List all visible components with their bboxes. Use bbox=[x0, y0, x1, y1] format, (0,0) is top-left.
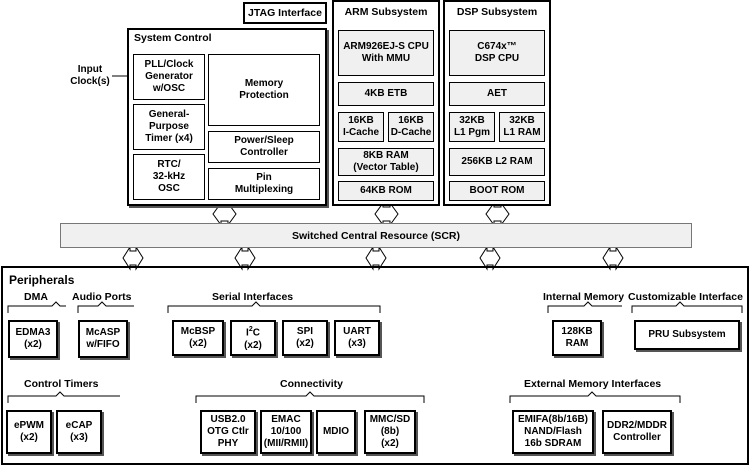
epwm-box: ePWM (x2) bbox=[6, 410, 52, 454]
memory-protection: Memory Protection bbox=[208, 54, 320, 126]
i2c-count: (x2) bbox=[244, 339, 262, 351]
bus-arrow-p2 bbox=[234, 245, 256, 271]
arm-subsystem-title: ARM Subsystem bbox=[344, 6, 428, 18]
jtag-interface-label: JTAG Interface bbox=[248, 7, 322, 19]
internal-memory-bracket bbox=[547, 301, 622, 313]
serial-interfaces-title: Serial Interfaces bbox=[212, 291, 294, 303]
external-memory-title: External Memory Interfaces bbox=[524, 378, 662, 390]
bus-arrow-dsp bbox=[485, 201, 510, 227]
emifa-box: EMIFA(8b/16B) NAND/Flash 16b SDRAM bbox=[512, 410, 594, 454]
mmc-sd-box: MMC/SD (8b) (x2) bbox=[364, 410, 416, 454]
bus-arrow-arm bbox=[374, 201, 399, 227]
i2c-label: I2C bbox=[246, 326, 260, 339]
arm-rom: 64KB ROM bbox=[338, 181, 434, 201]
connectivity-bracket bbox=[195, 391, 425, 403]
arm-icache: 16KB I-Cache bbox=[338, 112, 384, 142]
arm-cpu: ARM926EJ-S CPU With MMU bbox=[338, 30, 434, 76]
bus-arrow-p3 bbox=[365, 245, 387, 271]
dsp-boot-rom: BOOT ROM bbox=[449, 181, 545, 201]
ddr2-controller-box: DDR2/MDDR Controller bbox=[602, 410, 672, 454]
dsp-subsystem-title: DSP Subsystem bbox=[456, 6, 538, 18]
spi-box: SPI (x2) bbox=[282, 320, 328, 356]
control-timers-title: Control Timers bbox=[24, 378, 99, 390]
dsp-l2-ram: 256KB L2 RAM bbox=[449, 148, 545, 176]
dsp-subsystem-block: DSP Subsystem C674x™ DSP CPU AET 32KB L1… bbox=[443, 0, 551, 206]
peripherals-title: Peripherals bbox=[9, 273, 75, 287]
usb-otg-box: USB2.0 OTG Ctlr PHY bbox=[200, 410, 256, 454]
arm-etb: 4KB ETB bbox=[338, 82, 434, 106]
jtag-interface-box: JTAG Interface bbox=[243, 2, 327, 24]
arm-dcache: 16KB D-Cache bbox=[388, 112, 434, 142]
dma-title: DMA bbox=[24, 291, 48, 303]
emac-box: EMAC 10/100 (MII/RMII) bbox=[260, 410, 312, 454]
internal-memory-title: Internal Memory bbox=[543, 291, 625, 303]
peripherals-block: Peripherals bbox=[1, 266, 749, 465]
system-control-block: System Control PLL/Clock Generator w/OSC… bbox=[127, 28, 327, 206]
uart-box: UART (x3) bbox=[334, 320, 380, 356]
dsp-l1-pgm: 32KB L1 Pgm bbox=[449, 112, 495, 142]
dma-bracket bbox=[7, 301, 66, 313]
pin-multiplexing: Pin Multiplexing bbox=[208, 168, 320, 200]
timers-bracket bbox=[7, 391, 120, 403]
bus-arrow-p5 bbox=[602, 245, 624, 271]
internal-ram-box: 128KB RAM bbox=[552, 320, 602, 356]
mcasp-box: McASP w/FIFO bbox=[78, 320, 128, 358]
mcbsp-box: McBSP (x2) bbox=[172, 320, 224, 356]
custom-bracket bbox=[631, 301, 743, 313]
dsp-cpu: C674x™ DSP CPU bbox=[449, 30, 545, 76]
arm-ram: 8KB RAM (Vector Table) bbox=[338, 148, 434, 176]
serial-bracket bbox=[167, 301, 381, 313]
rtc-osc: RTC/ 32-kHz OSC bbox=[133, 154, 205, 200]
customizable-interface-title: Customizable Interface bbox=[628, 291, 743, 303]
audio-bracket bbox=[77, 301, 134, 313]
audio-ports-title: Audio Ports bbox=[72, 291, 132, 303]
switched-central-resource-bar: Switched Central Resource (SCR) bbox=[60, 223, 692, 248]
ecap-box: eCAP (x3) bbox=[56, 410, 102, 454]
general-purpose-timer: General- Purpose Timer (x4) bbox=[133, 104, 205, 150]
pru-subsystem-box: PRU Subsystem bbox=[634, 320, 740, 350]
power-sleep-controller: Power/Sleep Controller bbox=[208, 131, 320, 163]
input-clock-label: Input Clock(s) bbox=[70, 64, 110, 87]
mdio-box: MDIO bbox=[316, 410, 356, 454]
bus-arrow-sysctrl bbox=[212, 201, 237, 227]
dsp-aet: AET bbox=[449, 82, 545, 106]
connectivity-title: Connectivity bbox=[280, 378, 344, 390]
system-control-title: System Control bbox=[134, 32, 212, 44]
edma3-box: EDMA3 (x2) bbox=[8, 320, 58, 358]
i2c-box: I2C (x2) bbox=[230, 320, 276, 356]
dsp-l1-ram: 32KB L1 RAM bbox=[499, 112, 545, 142]
arm-subsystem-block: ARM Subsystem ARM926EJ-S CPU With MMU 4K… bbox=[332, 0, 440, 206]
bus-arrow-p1 bbox=[122, 245, 144, 271]
bus-arrow-p4 bbox=[479, 245, 501, 271]
pll-clock-generator: PLL/Clock Generator w/OSC bbox=[133, 54, 205, 100]
external-memory-bracket bbox=[509, 391, 681, 403]
